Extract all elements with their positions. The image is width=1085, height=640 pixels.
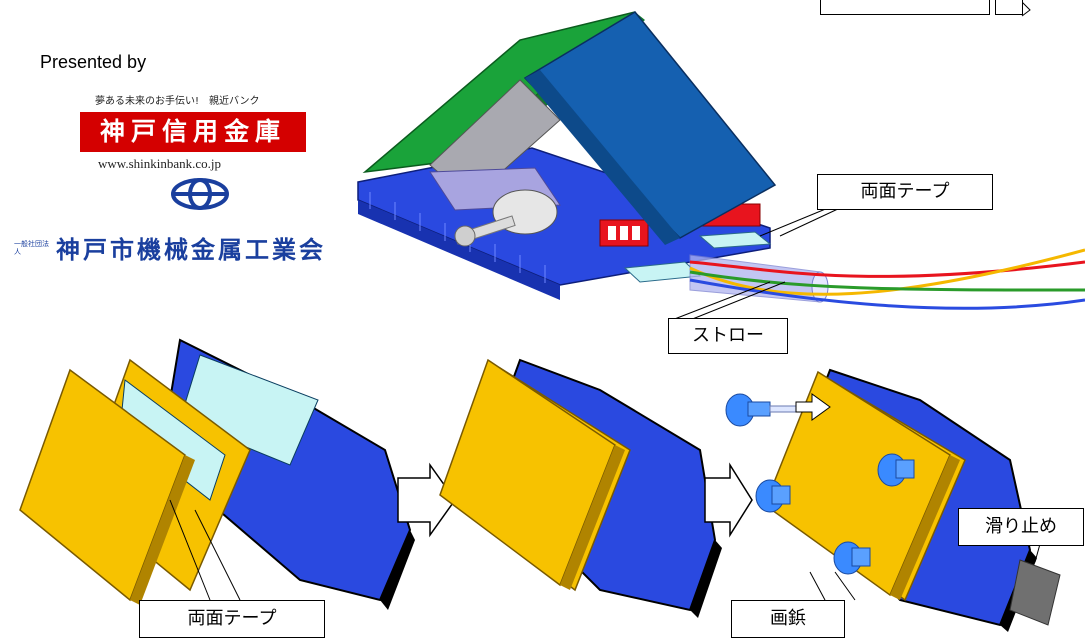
label-thumbtack: 画鋲 xyxy=(731,600,845,638)
step1-assembly xyxy=(19,338,415,610)
cropped-callout-box xyxy=(820,0,990,15)
thumbtack-icon xyxy=(877,453,915,487)
top-assembly xyxy=(357,0,1085,321)
label-anti-slip: 滑り止め xyxy=(958,508,1084,546)
anti-slip-pad xyxy=(1009,559,1061,626)
association-emblem-icon xyxy=(171,178,229,210)
tape-piece xyxy=(698,231,772,249)
bank-url: www.shinkinbank.co.jp xyxy=(98,156,222,171)
presented-by-label: Presented by xyxy=(40,52,147,72)
label-double-sided-tape-top: 両面テープ xyxy=(817,174,993,210)
cropped-callout-box xyxy=(995,0,1023,15)
step3-assembly xyxy=(725,368,1061,632)
step-arrow-2 xyxy=(704,462,753,538)
association-name: 神戸市機械金属工業会 xyxy=(56,236,326,264)
thumbtack-icon xyxy=(725,393,797,427)
association-prefix: 一般社団法人 xyxy=(14,240,49,256)
wires xyxy=(689,248,1085,310)
step2-assembly xyxy=(439,358,722,618)
gear xyxy=(454,225,476,247)
step-arrow-1 xyxy=(397,462,456,538)
tape-piece xyxy=(179,354,319,466)
bank-tagline: 夢ある未来のお手伝い! 親近バンク xyxy=(95,96,260,107)
thumbtack-icon xyxy=(833,541,871,575)
bank-logo: 神戸信用金庫 xyxy=(80,112,306,152)
label-straw: ストロー xyxy=(668,318,788,354)
label-double-sided-tape-bottom: 両面テープ xyxy=(139,600,325,638)
thumbtack-icon xyxy=(755,479,791,513)
pin-arrow xyxy=(795,393,831,421)
